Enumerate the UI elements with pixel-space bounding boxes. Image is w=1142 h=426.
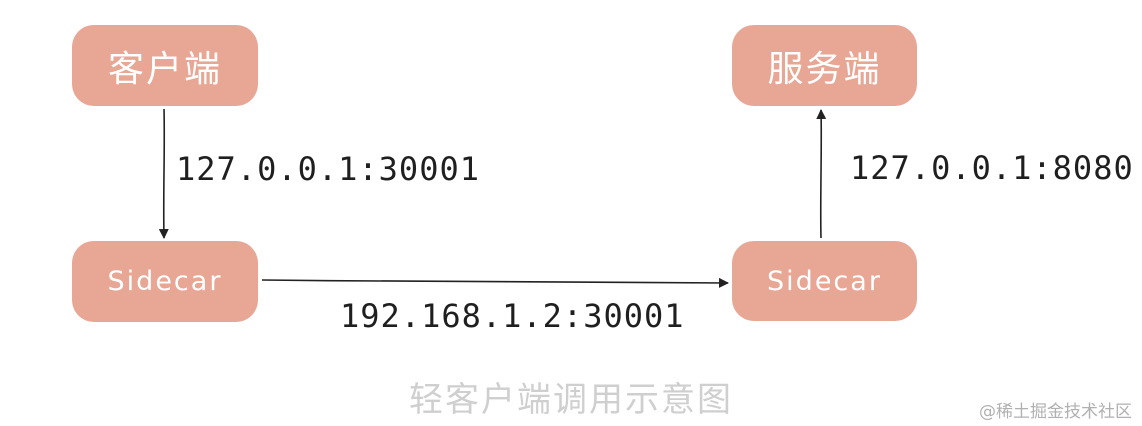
- client-node-label: 客户端: [107, 48, 222, 90]
- server-node: 服务端: [732, 25, 917, 106]
- client-sidecar-node: Sidecar: [72, 241, 258, 322]
- client-node: 客户端: [72, 25, 258, 106]
- server-node-label: 服务端: [767, 48, 882, 90]
- edge-label-client-sidecar: 127.0.0.1:30001: [176, 150, 480, 188]
- watermark: @稀土掘金技术社区: [979, 402, 1132, 422]
- arrow-sidecar-to-server: [816, 109, 827, 239]
- edge-label-sidecar-sidecar: 192.168.1.2:30001: [340, 297, 685, 335]
- server-sidecar-label: Sidecar: [767, 265, 882, 297]
- client-sidecar-label: Sidecar: [107, 266, 223, 297]
- edge-label-sidecar-server: 127.0.0.1:8080: [850, 149, 1134, 187]
- arrow-sidecar-to-sidecar: [261, 277, 729, 288]
- arrow-client-to-sidecar: [158, 108, 169, 239]
- diagram-caption: 轻客户端调用示意图: [409, 380, 733, 420]
- server-sidecar-node: Sidecar: [732, 241, 917, 321]
